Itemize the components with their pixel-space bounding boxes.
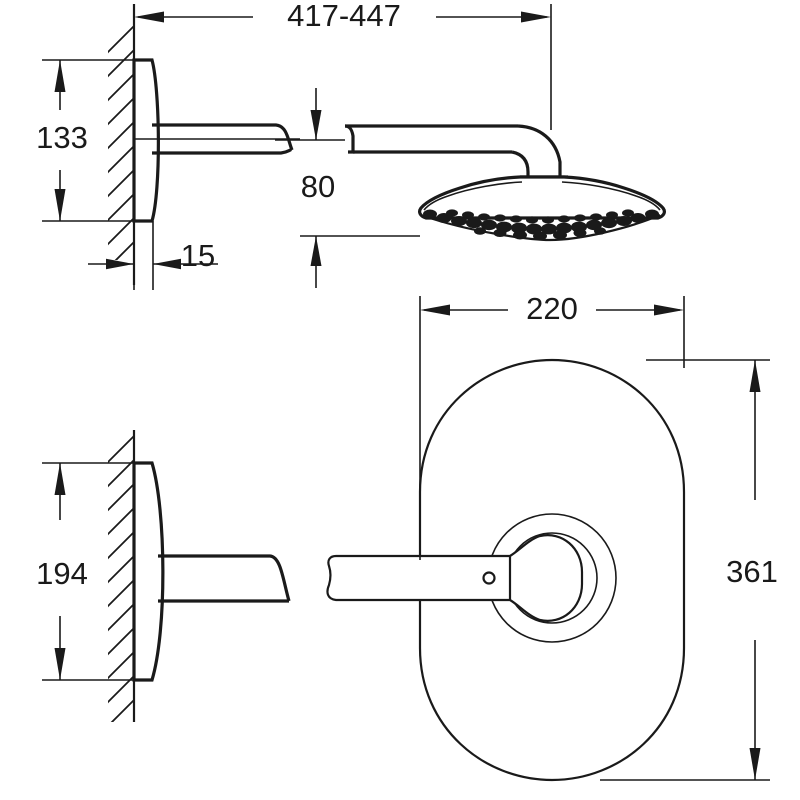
dim-label-15: 15 [181, 238, 215, 273]
wall-hatching-top [108, 26, 134, 260]
shower-arm-lower-edge-top [152, 148, 293, 155]
dimension-194: 194 [36, 462, 140, 681]
arm-elbow-inner [511, 150, 530, 173]
dim-label-80: 80 [301, 169, 335, 204]
plate-profile-bottom [132, 461, 165, 682]
dimension-220: 220 [419, 291, 685, 560]
arrow-upper-80 [310, 110, 322, 140]
dim-label-220: 220 [526, 291, 578, 326]
view-shower-head [344, 124, 666, 242]
view-front-elevation [326, 358, 686, 782]
arrow-upper-361 [749, 360, 761, 392]
arrow-upper-194 [54, 463, 66, 495]
arrow-right-417 [521, 11, 551, 23]
arrow-lower-133 [54, 189, 66, 221]
dim-label-133: 133 [36, 120, 88, 155]
shower-head-inner-rim-left [423, 181, 523, 211]
shower-head-face-line [423, 213, 661, 242]
arrow-lower-194 [54, 648, 66, 680]
view-top-side-elevation [108, 4, 300, 285]
dimension-80: 80 [275, 88, 420, 288]
dimension-361: 361 [600, 359, 778, 781]
dimension-417-447: 417-447 [133, 0, 552, 130]
arrow-upper-133 [54, 60, 66, 92]
arrow-left-15 [106, 258, 134, 270]
set-screw-hole [482, 571, 496, 585]
view-bottom-side-elevation [108, 430, 291, 722]
dimension-133: 133 [36, 59, 140, 222]
arm-elbow-outer [517, 124, 562, 172]
bracket-plate-profile-top [132, 58, 160, 223]
arrow-lower-361 [749, 748, 761, 780]
arrow-right-15 [153, 258, 181, 270]
arm-break-left-top [344, 124, 355, 154]
lever-handle-front [326, 534, 584, 622]
arrow-left-220 [420, 304, 450, 316]
handle-upper-edge-bottom [158, 554, 291, 602]
dim-label-194: 194 [36, 556, 88, 591]
shower-arm-upper-edge-top [152, 123, 294, 151]
shower-head-inner-rim-right [561, 181, 661, 211]
dim-label-417-447: 417-447 [287, 0, 401, 33]
arrow-right-220 [654, 304, 684, 316]
dimension-15: 15 [88, 221, 218, 290]
arrow-lower-80 [310, 236, 322, 266]
arrow-left-417 [134, 11, 164, 23]
dim-label-361: 361 [726, 554, 778, 589]
wall-hatching-bottom [108, 434, 134, 722]
